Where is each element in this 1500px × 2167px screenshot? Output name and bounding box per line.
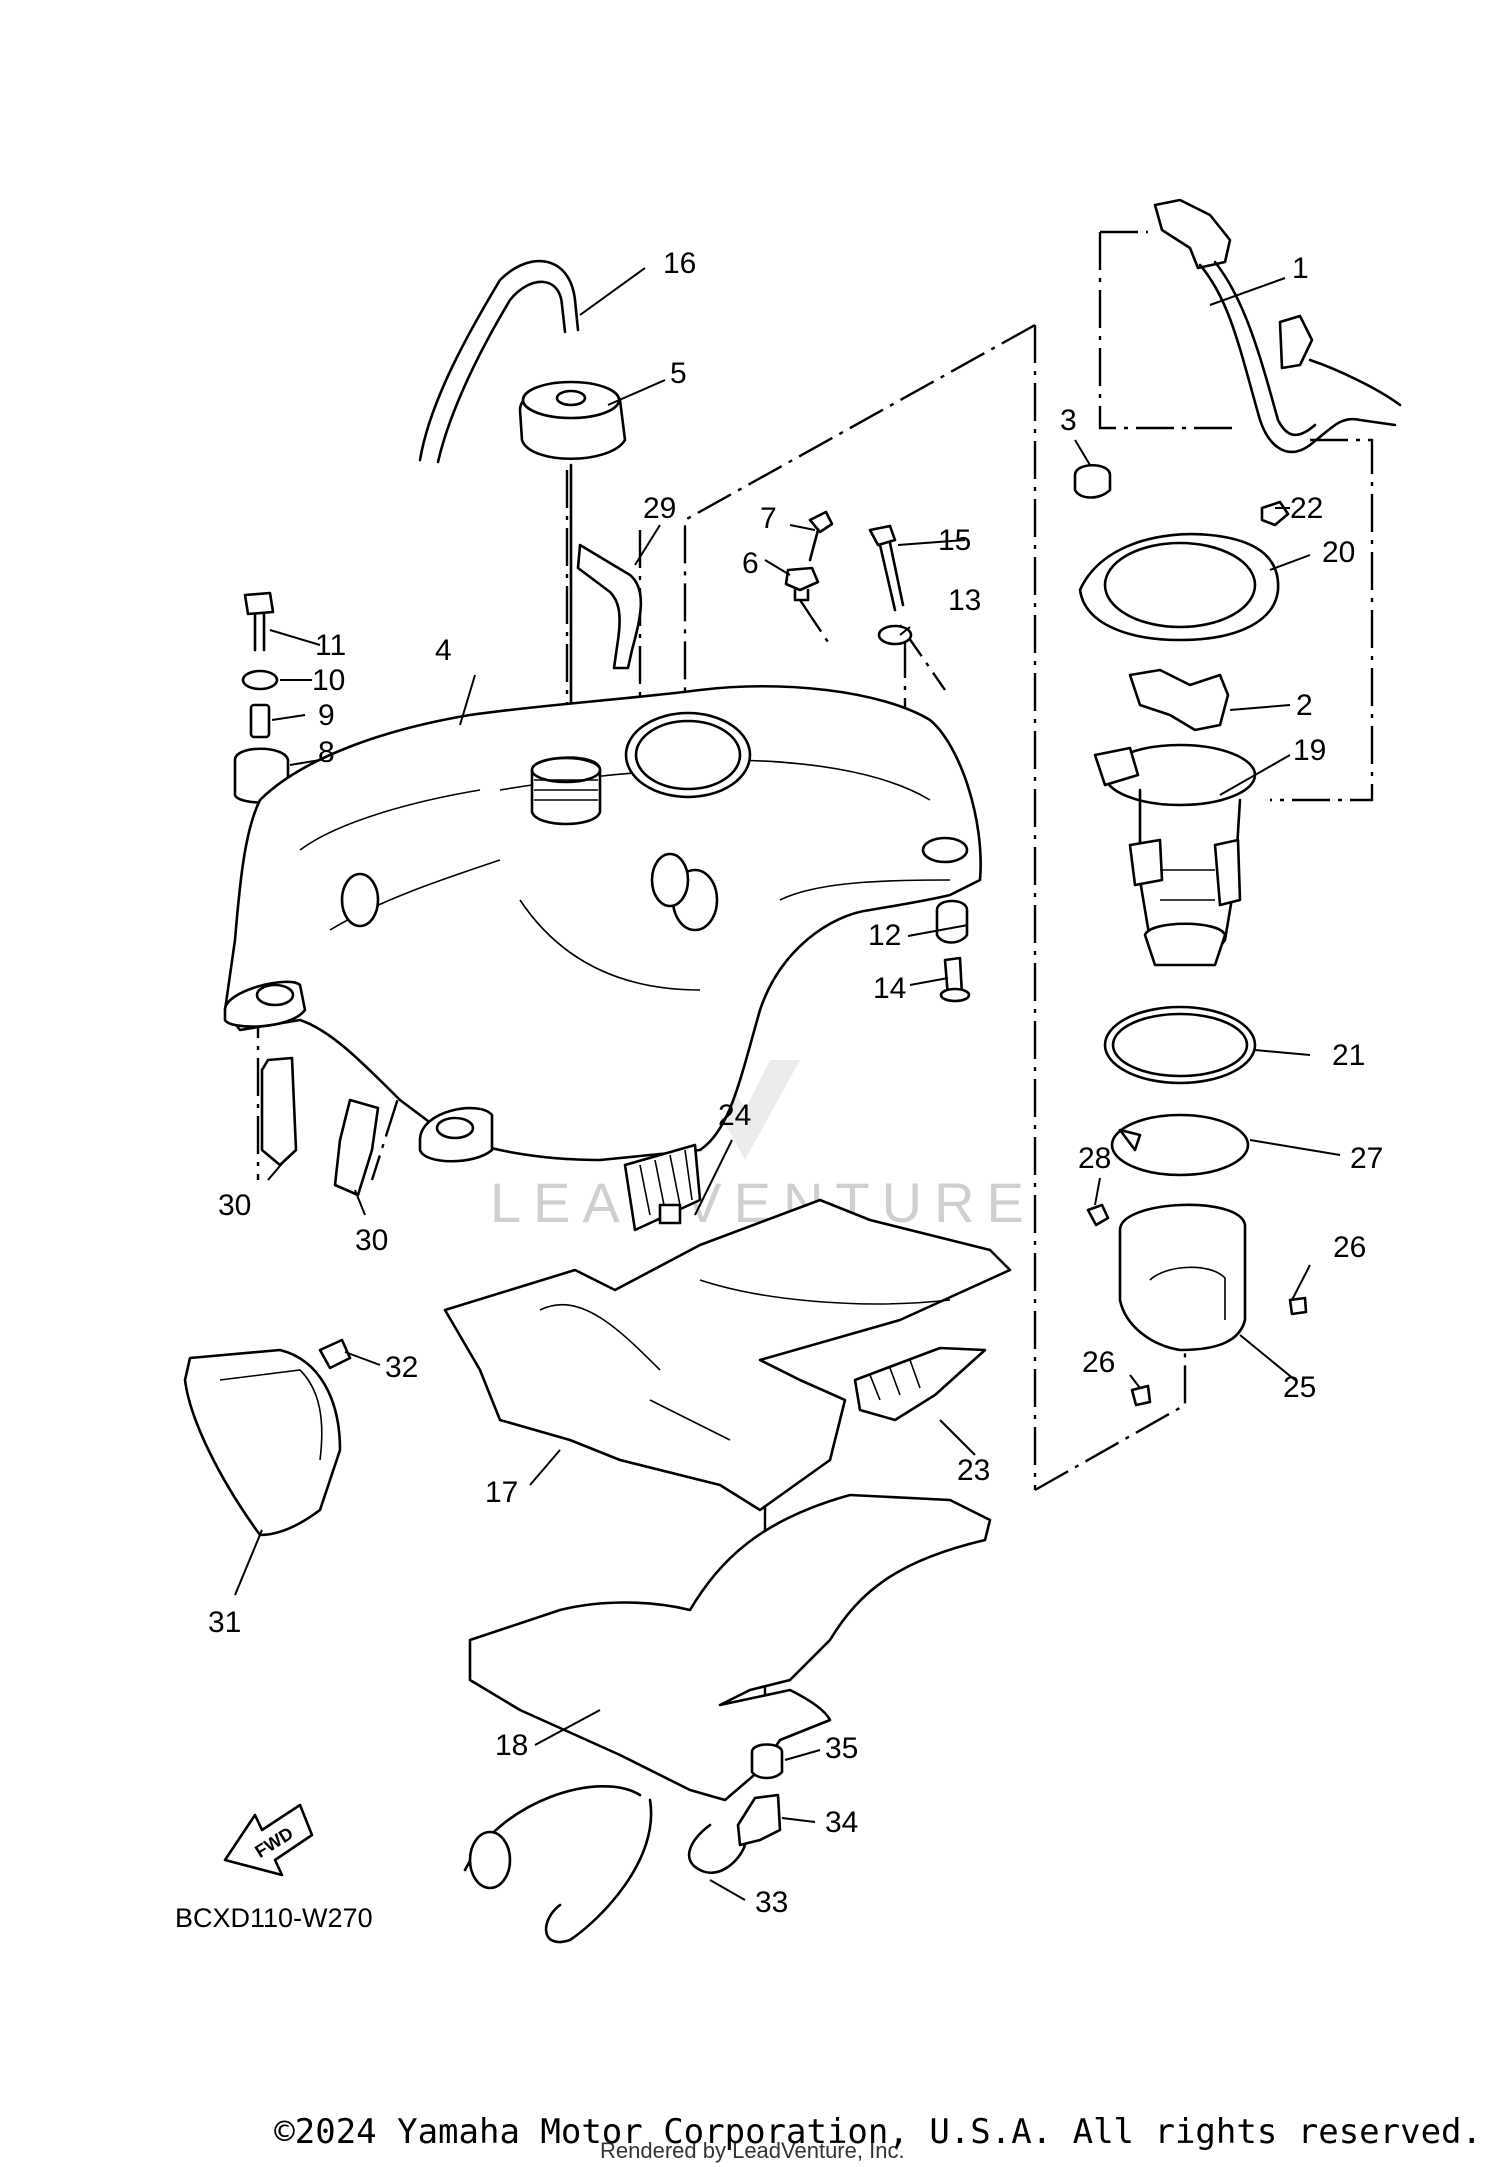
callout-35: 35 — [825, 1732, 858, 1765]
right-mount-hardware — [935, 899, 971, 1003]
bracket-plate — [443, 1198, 1012, 1512]
pump-bracket — [1128, 668, 1230, 732]
callout-14: 14 — [873, 972, 906, 1005]
callout-21: 21 — [1332, 1039, 1365, 1072]
retainer-plate — [1078, 532, 1280, 642]
heat-protector-sheet — [468, 1493, 992, 1802]
callout-29: 29 — [643, 492, 676, 525]
left-mount-hardware — [233, 591, 290, 804]
nut-22 — [1260, 500, 1290, 527]
callout-11: 11 — [315, 629, 346, 662]
callout-numbers: 1 2 3 4 5 6 7 8 9 10 11 12 13 14 15 16 1… — [208, 247, 1383, 1919]
callout-30b: 30 — [355, 1224, 388, 1257]
fuel-line — [1153, 198, 1402, 454]
screw-26-upper — [1288, 1296, 1308, 1316]
callout-28: 28 — [1078, 1142, 1111, 1175]
callout-7: 7 — [760, 502, 777, 535]
tank-pad-right — [333, 1098, 380, 1197]
callout-5: 5 — [670, 357, 687, 390]
callout-34: 34 — [825, 1806, 858, 1839]
callout-2: 2 — [1296, 689, 1313, 722]
callout-12: 12 — [868, 919, 901, 952]
callout-13: 13 — [948, 584, 981, 617]
callout-4: 4 — [435, 634, 452, 667]
callout-16: 16 — [663, 247, 696, 280]
callout-20: 20 — [1322, 536, 1355, 569]
pump-guard — [1118, 1203, 1247, 1352]
callout-19: 19 — [1293, 734, 1326, 767]
callout-31: 31 — [208, 1606, 241, 1639]
screw-and-collar — [784, 510, 834, 602]
pump-gasket — [1103, 1005, 1257, 1085]
callout-23: 23 — [957, 1454, 990, 1487]
drain-fittings — [463, 1743, 784, 1944]
callout-10: 10 — [312, 664, 345, 697]
callout-27: 27 — [1350, 1142, 1383, 1175]
grommet-3 — [1073, 463, 1112, 499]
screw-26-lower — [1130, 1384, 1152, 1407]
callout-8: 8 — [318, 736, 335, 769]
fuel-pump-assembly — [1093, 743, 1257, 967]
fuel-cap — [518, 380, 627, 762]
callout-26b: 26 — [1082, 1346, 1115, 1379]
callout-6: 6 — [742, 547, 759, 580]
callout-26a: 26 — [1333, 1231, 1366, 1264]
callout-9: 9 — [318, 699, 335, 732]
callout-17: 17 — [485, 1476, 518, 1509]
callout-32: 32 — [385, 1351, 418, 1384]
tank-pad-left — [260, 1056, 298, 1167]
callout-33: 33 — [755, 1886, 788, 1919]
relay-24 — [623, 1143, 702, 1232]
clip-32 — [318, 1338, 352, 1370]
callout-3: 3 — [1060, 404, 1077, 437]
breather-tube — [576, 543, 643, 670]
diagram-code: BCXD110-W270 — [175, 1903, 373, 1933]
callout-25: 25 — [1283, 1371, 1316, 1404]
rendered-by-text: Rendered by LeadVenture, Inc. — [600, 2138, 905, 2163]
copyright-notice: ©2024 Yamaha Motor Corporation, U.S.A. A… — [274, 2112, 1482, 2152]
callout-leaders — [234, 267, 1341, 1901]
relay-23 — [853, 1346, 987, 1422]
pump-band — [1110, 1113, 1250, 1177]
bolt-and-washer — [868, 524, 913, 646]
callout-18: 18 — [495, 1729, 528, 1762]
fwd-arrow-icon: FWD — [223, 1803, 314, 1877]
side-cover — [183, 1348, 342, 1537]
callout-24: 24 — [718, 1099, 751, 1132]
callout-22: 22 — [1290, 492, 1323, 525]
callout-30a: 30 — [218, 1189, 251, 1222]
vent-hose — [418, 259, 580, 464]
callout-1: 1 — [1292, 252, 1309, 285]
screw-28 — [1086, 1203, 1110, 1227]
callout-15: 15 — [938, 524, 971, 557]
fuel-tank — [223, 684, 982, 1163]
